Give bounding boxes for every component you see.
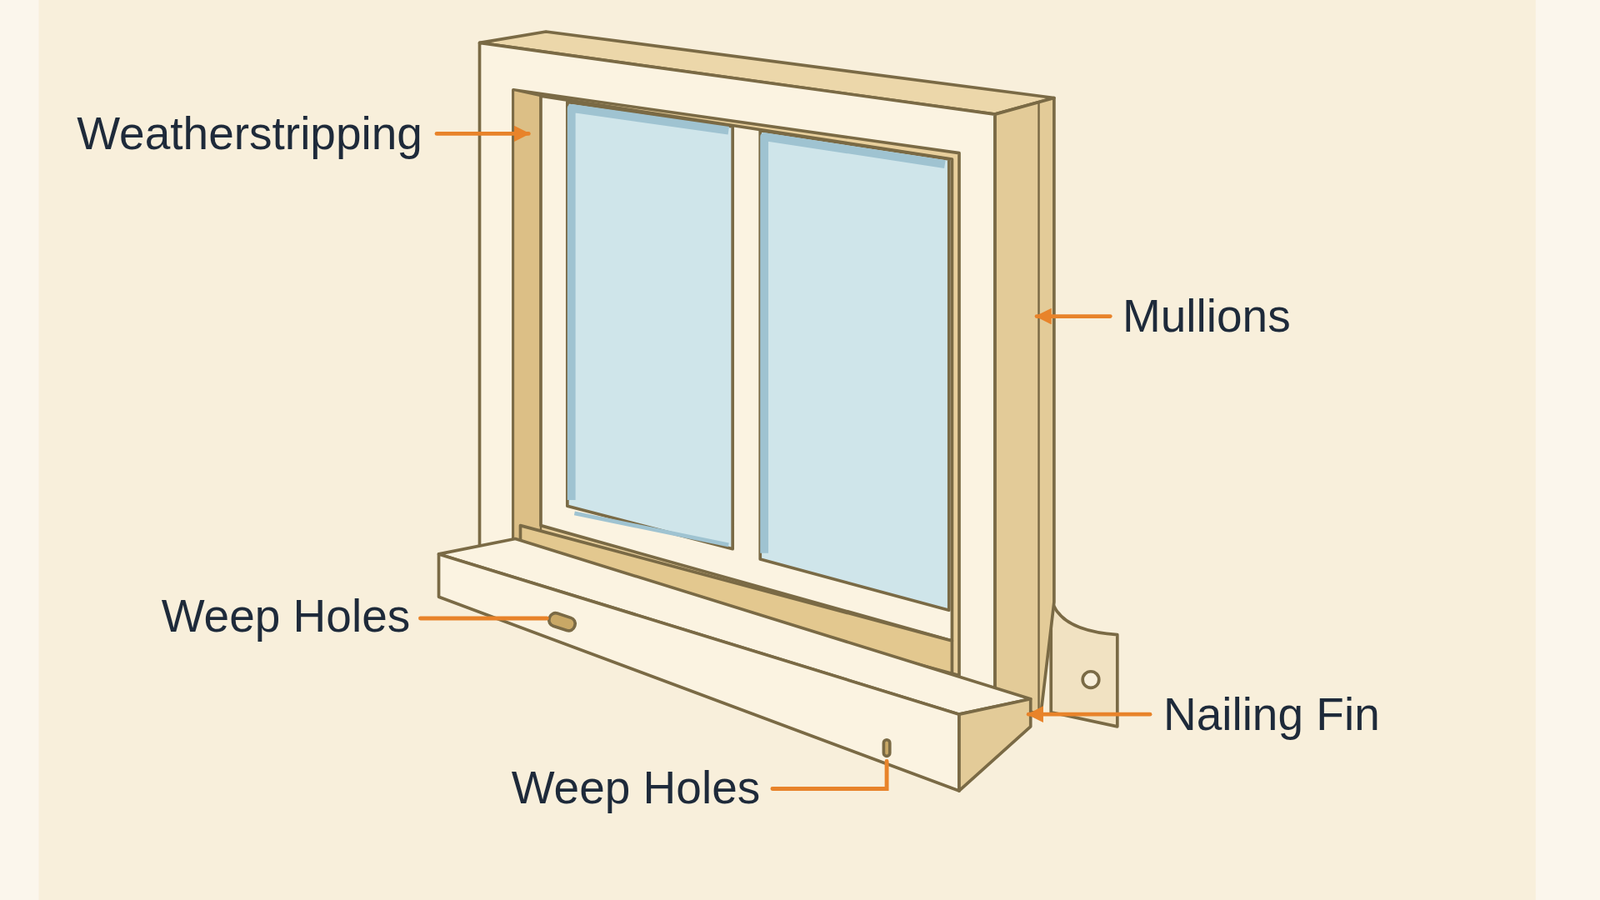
part-label: Mullions	[1122, 290, 1291, 342]
leader-lines	[420, 133, 1150, 789]
weep-hole	[883, 740, 890, 757]
part-label: Weatherstripping	[76, 108, 423, 160]
fin-hole	[1082, 671, 1100, 689]
background-panel	[39, 0, 1536, 900]
window-frame	[439, 31, 1118, 791]
part-label: Nailing Fin	[1163, 689, 1380, 740]
part-label: Weep Holes	[161, 590, 411, 642]
part-label: Weep Holes	[511, 762, 761, 814]
nailing-fin	[1050, 596, 1118, 727]
weep-hole	[547, 611, 577, 633]
